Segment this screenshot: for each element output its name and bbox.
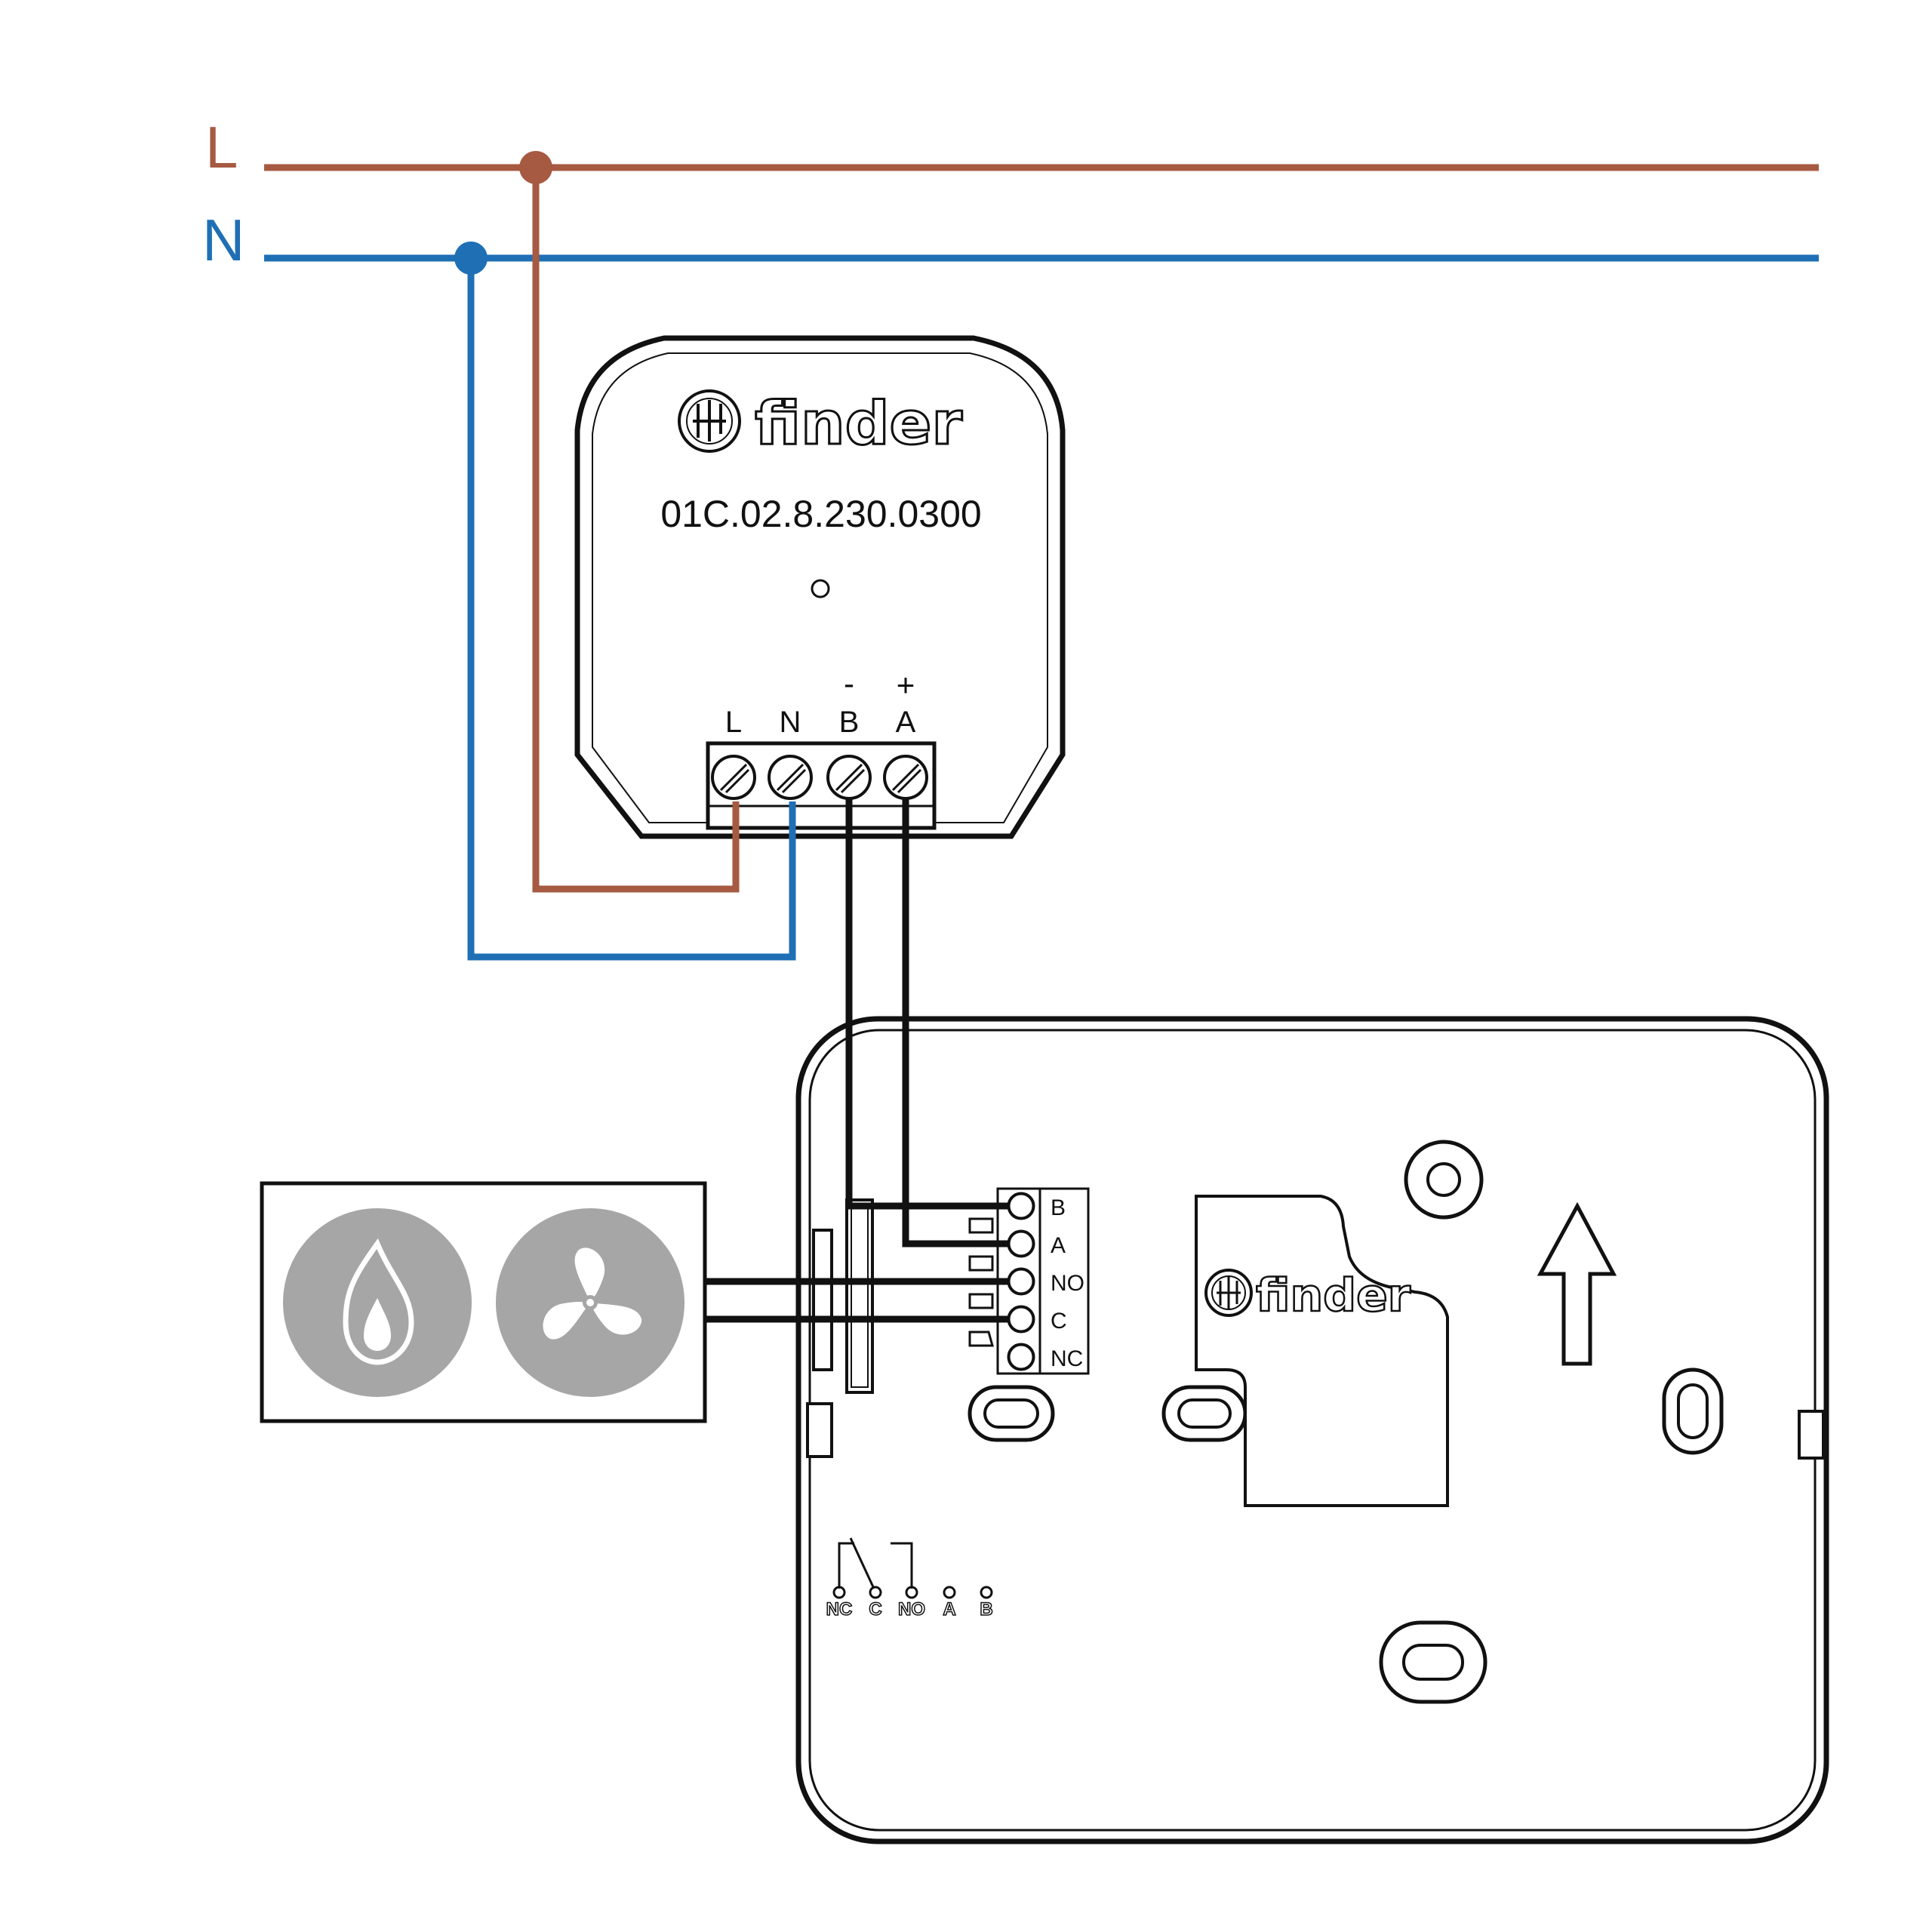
module-terminal-label-b: B xyxy=(839,706,860,739)
module-terminal-label-a: A xyxy=(896,706,916,739)
base-terminal-label-b: B xyxy=(1051,1195,1066,1220)
terminal-screw-a xyxy=(883,755,928,800)
thermostat-base: finder B A NO C NC xyxy=(795,1016,1829,1844)
base-terminal-screws-front xyxy=(1008,1192,1035,1371)
mounting-slot-right xyxy=(1662,1367,1724,1455)
legend-label-a: A xyxy=(943,1599,955,1620)
load-box xyxy=(260,1181,707,1423)
module-terminal-label-l: L xyxy=(725,706,742,739)
legend-label-no: NO xyxy=(898,1599,925,1620)
base-label-plate xyxy=(1195,1195,1449,1507)
legend-label-nc: NC xyxy=(826,1599,853,1620)
status-led xyxy=(811,579,830,598)
base-terminal-label-no: NO xyxy=(1051,1271,1084,1296)
mounting-slot-left xyxy=(968,1385,1055,1442)
line-label: L xyxy=(205,114,238,180)
base-terminal-label-a: A xyxy=(1051,1233,1066,1258)
legend-label-c: C xyxy=(869,1599,881,1620)
module-brand: finder xyxy=(755,390,963,458)
neutral-label: N xyxy=(202,207,245,273)
mounting-slot-bottom xyxy=(1379,1620,1487,1704)
bus-wire-b xyxy=(845,798,1021,1210)
legend-label-b: B xyxy=(980,1599,992,1620)
relay-contact-symbol xyxy=(832,1537,993,1599)
module-outline xyxy=(574,335,1066,839)
fan-icon xyxy=(496,1208,685,1397)
cable-clamp xyxy=(812,1229,833,1371)
line-junction-dot xyxy=(519,151,552,184)
base-terminal-label-c: C xyxy=(1051,1309,1067,1334)
base-finder-logo: finder xyxy=(1204,1269,1412,1323)
module-terminal-label-n: N xyxy=(780,706,801,739)
terminal-a-polarity: + xyxy=(897,667,915,703)
flame-icon xyxy=(283,1208,472,1397)
finder-module: finder 01C.02.8.230.0300 - + L N B A xyxy=(574,335,1066,839)
orientation-arrow-icon xyxy=(1537,1201,1617,1366)
terminal-screw-l xyxy=(711,755,756,800)
mounting-hole-top xyxy=(1404,1140,1484,1220)
finder-logo: finder xyxy=(678,389,964,460)
neutral-junction-dot xyxy=(454,242,488,275)
bus-wire-a xyxy=(902,798,1021,1247)
base-brand: finder xyxy=(1256,1269,1411,1322)
terminal-screw-b xyxy=(826,755,872,800)
base-terminal-label-nc: NC xyxy=(1051,1346,1083,1371)
base-terminal-tabs xyxy=(968,1217,994,1347)
module-model: 01C.02.8.230.0300 xyxy=(660,493,981,535)
module-inner-outline xyxy=(592,352,1048,823)
terminal-screw-n xyxy=(768,755,813,800)
terminal-b-polarity: - xyxy=(844,666,854,701)
